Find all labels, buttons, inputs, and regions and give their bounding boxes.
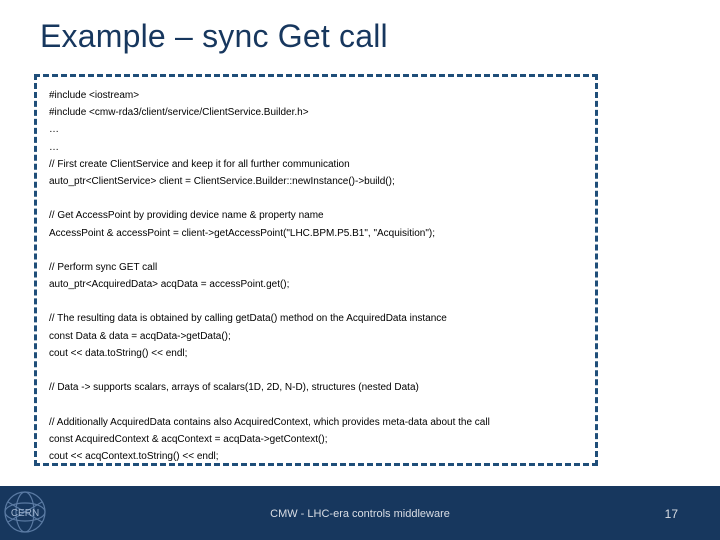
footer-bar: CERN CMW - LHC-era controls middleware 1… <box>0 486 720 540</box>
code-line: #include <iostream> <box>49 90 140 101</box>
blank-line <box>49 190 589 207</box>
code-listing: #include <iostream> #include <cmw-rda3/c… <box>49 87 589 465</box>
code-line: // First create ClientService and keep i… <box>49 158 350 170</box>
code-line: AccessPoint & accessPoint = client->getA… <box>49 227 436 239</box>
code-line: // The resulting data is obtained by cal… <box>49 313 447 325</box>
code-line: // Get AccessPoint by providing device n… <box>49 210 324 222</box>
code-line: // Perform sync GET call <box>49 261 158 273</box>
code-line: const Data & data = acqData->getData(); <box>49 330 231 342</box>
cern-logo-text: CERN <box>11 508 39 519</box>
code-line: auto_ptr<ClientService> client = ClientS… <box>49 175 395 187</box>
code-line: cout << data.toString() << endl; <box>49 347 188 359</box>
blank-line <box>49 396 589 413</box>
blank-line <box>49 362 589 379</box>
slide-title: Example – sync Get call <box>40 18 388 54</box>
footer-title: CMW - LHC-era controls middleware <box>270 508 450 520</box>
code-line: #include <cmw-rda3/client/service/Client… <box>49 107 309 119</box>
blank-line <box>49 293 589 310</box>
code-box: #include <iostream> #include <cmw-rda3/c… <box>34 74 598 466</box>
code-line: auto_ptr<AcquiredData> acqData = accessP… <box>49 279 290 291</box>
code-line: // Additionally AcquiredData contains al… <box>49 416 490 428</box>
code-line: cout << acqContext.toString() << endl; <box>49 450 219 462</box>
page-number: 17 <box>664 507 678 521</box>
code-line: const AcquiredContext & acqContext = acq… <box>49 433 328 445</box>
code-line: … <box>49 124 59 136</box>
code-line: … <box>49 141 59 153</box>
blank-line <box>49 242 589 259</box>
cern-logo-icon: CERN <box>4 491 46 533</box>
code-line: // Data -> supports scalars, arrays of s… <box>49 382 419 394</box>
